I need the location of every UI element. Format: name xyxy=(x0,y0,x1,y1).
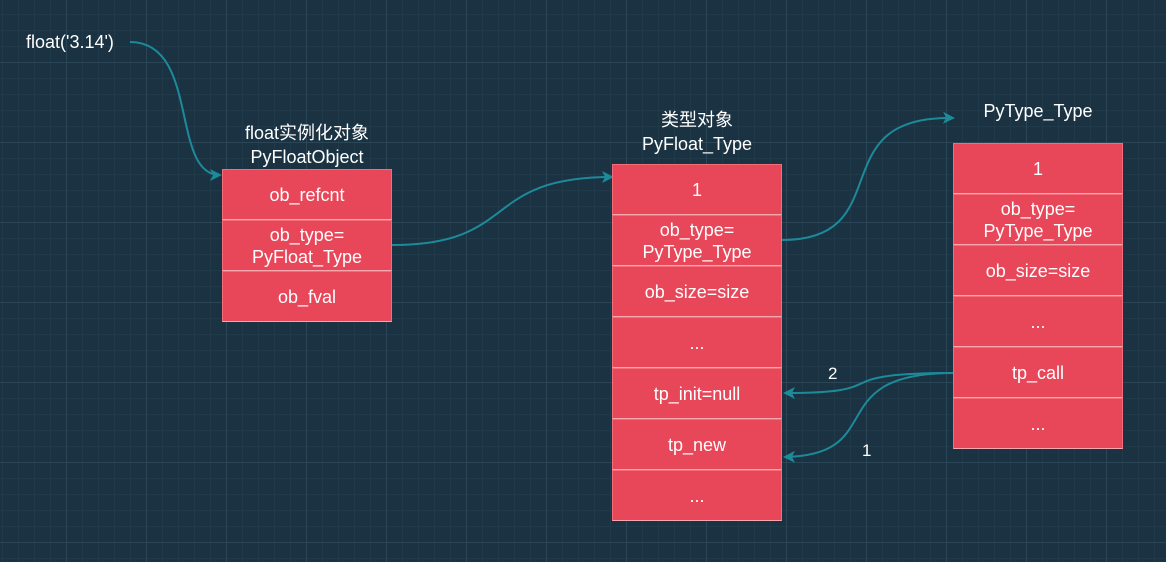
meta-type-cell-ellipsis-2: ... xyxy=(953,398,1123,449)
type-object-cell-ob-size: ob_size=size xyxy=(612,266,782,317)
meta-type-cell-ob-type: ob_type= PyType_Type xyxy=(953,194,1123,245)
instance-cell-ob-type: ob_type= PyFloat_Type xyxy=(222,220,392,271)
type-object-cell-ob-type: ob_type= PyType_Type xyxy=(612,215,782,266)
instance-title: float实例化对象 PyFloatObject xyxy=(222,121,392,169)
instance-title-line1: float实例化对象 xyxy=(244,123,370,143)
type-object-cell-tp-init: tp_init=null xyxy=(612,368,782,419)
type-object-cell-ellipsis-1: ... xyxy=(612,317,782,368)
instance-cell-ob-refcnt: ob_refcnt xyxy=(222,169,392,220)
edge-label-step-2: 2 xyxy=(828,364,838,383)
meta-type-cell-ob-size: ob_size=size xyxy=(953,245,1123,296)
type-object-title: 类型对象 PyFloat_Type xyxy=(612,108,782,156)
type-object-cell-ellipsis-2: ... xyxy=(612,470,782,521)
edge-label-step-1: 1 xyxy=(862,441,872,460)
arrow-type-object-to-meta-type xyxy=(781,111,955,241)
type-object-cell-refcnt: 1 xyxy=(612,164,782,215)
instance-cell-ob-fval: ob_fval xyxy=(222,271,392,322)
arrow-tp-call-to-tp-init xyxy=(783,372,954,399)
type-object-title-line2: PyFloat_Type xyxy=(641,134,753,154)
arrow-instance-to-type-object xyxy=(391,171,614,246)
instance-block: ob_refcnt ob_type= PyFloat_Type ob_fval xyxy=(222,169,392,322)
meta-type-title: PyType_Type xyxy=(983,101,1093,121)
arrow-tp-call-to-tp-new xyxy=(783,372,954,463)
meta-type-block: 1 ob_type= PyType_Type ob_size=size ... … xyxy=(953,143,1123,449)
type-object-cell-tp-new: tp_new xyxy=(612,419,782,470)
meta-type-cell-ellipsis-1: ... xyxy=(953,296,1123,347)
call-label: float('3.14') xyxy=(26,32,114,52)
arrow-call-to-instance xyxy=(129,41,222,181)
meta-type-cell-tp-call: tp_call xyxy=(953,347,1123,398)
meta-type-cell-refcnt: 1 xyxy=(953,143,1123,194)
type-object-title-line1: 类型对象 xyxy=(661,110,733,130)
type-object-block: 1 ob_type= PyType_Type ob_size=size ... … xyxy=(612,164,782,521)
instance-title-line2: PyFloatObject xyxy=(250,147,364,167)
